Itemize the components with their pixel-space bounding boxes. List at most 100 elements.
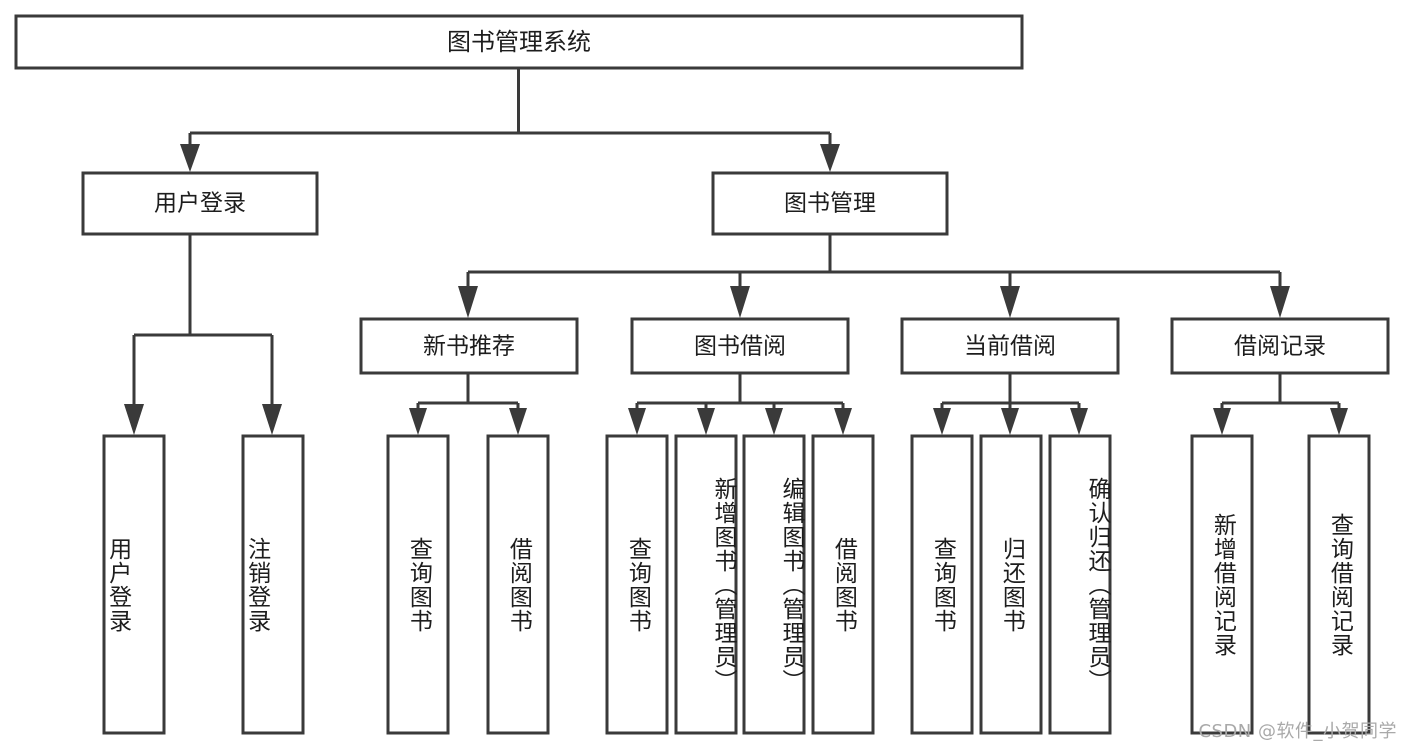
connector-group-book-manage xyxy=(458,235,1290,318)
leaf-new-book-1-box[interactable] xyxy=(386,434,450,735)
arrow-root-to-user-login xyxy=(180,144,200,172)
leaf-book-borrow-2[interactable]: 新增图书（管理员） xyxy=(674,434,738,735)
node-root-system-label: 图书管理系统 xyxy=(447,28,591,56)
leaf-book-borrow-4-label: 借阅图书 xyxy=(830,536,857,633)
leaf-borrow-record-1-label-wrap: 新增借阅记录 xyxy=(1209,512,1236,657)
leaf-borrow-record-1-label: 新增借阅记录 xyxy=(1209,512,1236,657)
leaf-book-borrow-1-box[interactable] xyxy=(605,434,669,735)
node-user-login-label: 用户登录 xyxy=(154,191,246,217)
leaf-book-borrow-2-label-wrap: 新增图书（管理员） xyxy=(710,476,736,693)
leaf-book-borrow-3-box[interactable] xyxy=(742,434,806,735)
leaf-new-book-1-label: 查询图书 xyxy=(405,536,432,633)
connector-group-new-book xyxy=(409,374,527,435)
leaf-book-borrow-4[interactable]: 借阅图书 xyxy=(811,434,875,735)
leaf-current-borrow-1-label-wrap: 查询图书 xyxy=(929,536,956,633)
leaf-current-borrow-2-box[interactable] xyxy=(979,434,1043,735)
leaf-current-borrow-2-label: 归还图书 xyxy=(998,536,1025,633)
node-root-system[interactable]: 图书管理系统 xyxy=(14,14,1024,70)
arrow-current-borrow-leaf-3 xyxy=(1070,408,1088,435)
arrow-user-login-leaf-1 xyxy=(124,404,144,435)
leaf-book-borrow-1[interactable]: 查询图书 xyxy=(605,434,669,735)
arrow-current-borrow-leaf-1 xyxy=(933,408,951,435)
leaf-borrow-record-2[interactable]: 查询借阅记录 xyxy=(1307,434,1371,735)
arrow-book-manage-child-3 xyxy=(1000,286,1020,318)
leaf-user-login-2-label-wrap: 注销登录 xyxy=(243,536,270,633)
arrow-current-borrow-leaf-2 xyxy=(1001,408,1019,435)
leaf-current-borrow-1-label: 查询图书 xyxy=(929,536,956,633)
leaf-borrow-record-1[interactable]: 新增借阅记录 xyxy=(1190,434,1254,735)
connector-group-root xyxy=(180,68,840,172)
arrow-user-login-leaf-2 xyxy=(262,404,282,435)
connector-group-book-borrow xyxy=(628,374,852,435)
leaf-new-book-1-label-wrap: 查询图书 xyxy=(405,536,432,633)
leaf-book-borrow-3[interactable]: 编辑图书（管理员） xyxy=(742,434,806,735)
leaf-new-book-2-label-wrap: 借阅图书 xyxy=(505,536,532,633)
node-book-manage[interactable]: 图书管理 xyxy=(711,171,949,236)
leaf-book-borrow-1-label-wrap: 查询图书 xyxy=(624,536,651,633)
arrow-book-manage-child-4 xyxy=(1270,286,1290,318)
node-user-login-box[interactable] xyxy=(81,171,319,236)
leaf-book-borrow-3-label: 编辑图书（管理员） xyxy=(778,476,804,693)
leaf-user-login-1-label: 用户登录 xyxy=(104,536,131,633)
arrow-borrow-record-leaf-2 xyxy=(1330,408,1348,435)
leaf-borrow-record-1-box[interactable] xyxy=(1190,434,1254,735)
arrow-book-borrow-leaf-4 xyxy=(834,408,852,435)
arrow-new-book-leaf-2 xyxy=(509,408,527,435)
leaf-new-book-1[interactable]: 查询图书 xyxy=(386,434,450,735)
connector-group-borrow-record xyxy=(1213,374,1348,435)
node-book-manage-box[interactable] xyxy=(711,171,949,236)
arrow-book-borrow-leaf-1 xyxy=(628,408,646,435)
leaf-user-login-2-label: 注销登录 xyxy=(243,536,270,633)
leaf-current-borrow-3-label-wrap: 确认归还（管理员） xyxy=(1084,476,1110,693)
leaf-book-borrow-3-label-wrap: 编辑图书（管理员） xyxy=(778,476,804,693)
node-borrow-record[interactable]: 借阅记录 xyxy=(1170,317,1390,375)
leaf-borrow-record-2-box[interactable] xyxy=(1307,434,1371,735)
arrow-book-borrow-leaf-2 xyxy=(697,408,715,435)
arrow-borrow-record-leaf-1 xyxy=(1213,408,1231,435)
leaf-user-login-2-box[interactable] xyxy=(241,434,305,735)
node-book-manage-label: 图书管理 xyxy=(784,191,876,217)
node-current-borrow[interactable]: 当前借阅 xyxy=(900,317,1120,375)
arrow-book-manage-child-2 xyxy=(730,286,750,318)
leaf-new-book-2[interactable]: 借阅图书 xyxy=(486,434,550,735)
leaf-user-login-1-label-wrap: 用户登录 xyxy=(104,536,131,633)
node-root-system-box[interactable] xyxy=(14,14,1024,70)
node-new-book-recommend-box[interactable] xyxy=(359,317,579,375)
node-current-borrow-label: 当前借阅 xyxy=(964,334,1056,360)
leaf-book-borrow-4-label-wrap: 借阅图书 xyxy=(830,536,857,633)
leaf-current-borrow-2-label-wrap: 归还图书 xyxy=(998,536,1025,633)
connector-group-user-login xyxy=(124,235,282,435)
leaf-new-book-2-box[interactable] xyxy=(486,434,550,735)
node-new-book-recommend[interactable]: 新书推荐 xyxy=(359,317,579,375)
leaf-current-borrow-3-label: 确认归还（管理员） xyxy=(1084,476,1110,693)
node-borrow-record-label: 借阅记录 xyxy=(1234,334,1326,360)
leaf-book-borrow-2-label: 新增图书（管理员） xyxy=(710,476,736,693)
arrow-book-manage-child-1 xyxy=(458,286,478,318)
node-book-borrow-box[interactable] xyxy=(630,317,850,375)
node-user-login[interactable]: 用户登录 xyxy=(81,171,319,236)
leaf-current-borrow-1-box[interactable] xyxy=(910,434,974,735)
arrow-new-book-leaf-1 xyxy=(409,408,427,435)
leaf-current-borrow-2[interactable]: 归还图书 xyxy=(979,434,1043,735)
leaf-user-login-1-box[interactable] xyxy=(102,434,166,735)
node-book-borrow[interactable]: 图书借阅 xyxy=(630,317,850,375)
leaf-new-book-2-label: 借阅图书 xyxy=(505,536,532,633)
leaf-book-borrow-2-box[interactable] xyxy=(674,434,738,735)
leaf-book-borrow-1-label: 查询图书 xyxy=(624,536,651,633)
node-current-borrow-box[interactable] xyxy=(900,317,1120,375)
arrow-root-to-book-manage xyxy=(820,144,840,172)
connector-group-current-borrow xyxy=(933,374,1088,435)
arrow-book-borrow-leaf-3 xyxy=(765,408,783,435)
node-borrow-record-box[interactable] xyxy=(1170,317,1390,375)
leaf-borrow-record-2-label: 查询借阅记录 xyxy=(1326,512,1353,657)
leaf-user-login-2[interactable]: 注销登录 xyxy=(241,434,305,735)
leaf-current-borrow-3-box[interactable] xyxy=(1048,434,1112,735)
leaf-borrow-record-2-label-wrap: 查询借阅记录 xyxy=(1326,512,1353,657)
leaf-current-borrow-1[interactable]: 查询图书 xyxy=(910,434,974,735)
leaf-current-borrow-3[interactable]: 确认归还（管理员） xyxy=(1048,434,1112,735)
leaf-user-login-1[interactable]: 用户登录 xyxy=(102,434,166,735)
leaf-book-borrow-4-box[interactable] xyxy=(811,434,875,735)
node-book-borrow-label: 图书借阅 xyxy=(694,334,786,360)
